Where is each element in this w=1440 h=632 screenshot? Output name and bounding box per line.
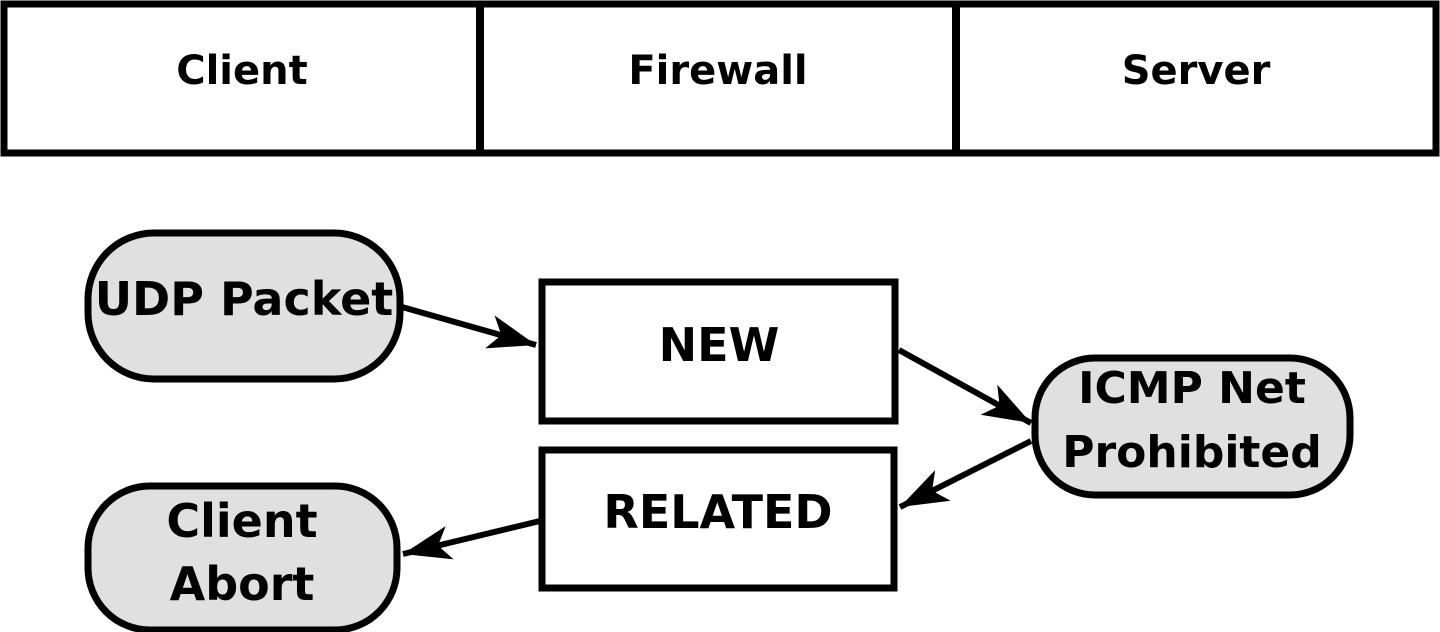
- edge-new-to-icmp: [897, 347, 1033, 426]
- node-icmp-net-prohibited: ICMP Net Prohibited: [1031, 354, 1354, 499]
- diagram-edges: [401, 304, 1033, 560]
- lane-header-frame: [0, 0, 1440, 157]
- node-new-shape: [538, 278, 899, 425]
- node-client-abort-shape: [84, 482, 401, 632]
- node-client-abort-label-line1: Client: [166, 494, 317, 548]
- node-icmp-label-line2: Prohibited: [1062, 427, 1322, 478]
- lane-label-firewall: Firewall: [628, 48, 807, 94]
- node-client-abort-label-line2: Abort: [170, 557, 315, 611]
- node-icmp-shape: [1031, 354, 1354, 499]
- node-related: RELATED: [538, 446, 898, 592]
- node-client-abort: Client Abort: [84, 482, 401, 632]
- node-udp-packet-label: UDP Packet: [95, 272, 394, 326]
- edge-udp-packet-to-new: [401, 304, 537, 349]
- node-new: NEW: [538, 278, 899, 425]
- lane-label-server: Server: [1122, 48, 1271, 94]
- lane-label-client: Client: [176, 48, 308, 94]
- edge-related-to-client-abort: [402, 518, 541, 560]
- node-new-label: NEW: [659, 318, 780, 372]
- node-icmp-label-line1: ICMP Net: [1078, 363, 1306, 414]
- edge-icmp-to-related: [898, 438, 1033, 510]
- lane-header-row: Client Firewall Server: [0, 0, 1440, 157]
- node-udp-packet-shape: [84, 229, 404, 383]
- node-related-shape: [538, 446, 898, 592]
- node-udp-packet: UDP Packet: [84, 229, 404, 383]
- node-related-label: RELATED: [603, 485, 832, 539]
